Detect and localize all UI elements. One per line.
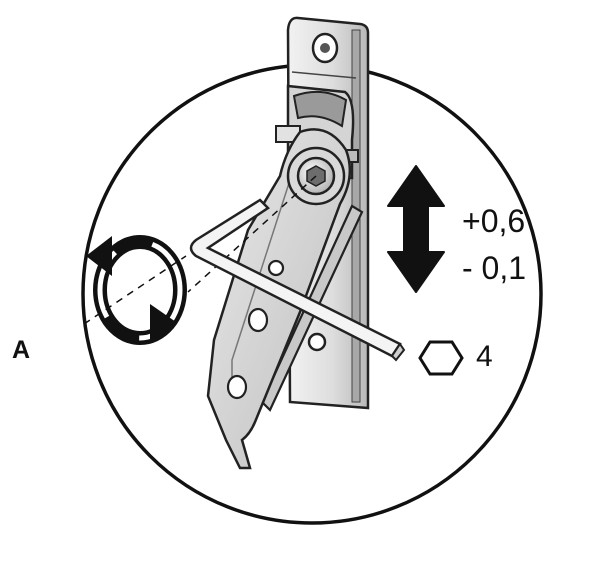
detail-label: A [12,336,31,364]
adjustment-minus-value: - 0,1 [462,250,527,286]
plate-hole-bottom [307,332,327,352]
up-down-arrow-icon [387,165,445,293]
hex-key [187,175,406,362]
hex-key-size: 4 [476,340,493,373]
arm-hole-3 [226,374,248,400]
arm-hole-1 [267,259,285,277]
arm-hole-2 [247,307,269,333]
rotation-arrows-icon [83,235,187,345]
hex-key-icon [418,340,464,376]
adjustment-plus-value: +0,6 [462,203,526,239]
